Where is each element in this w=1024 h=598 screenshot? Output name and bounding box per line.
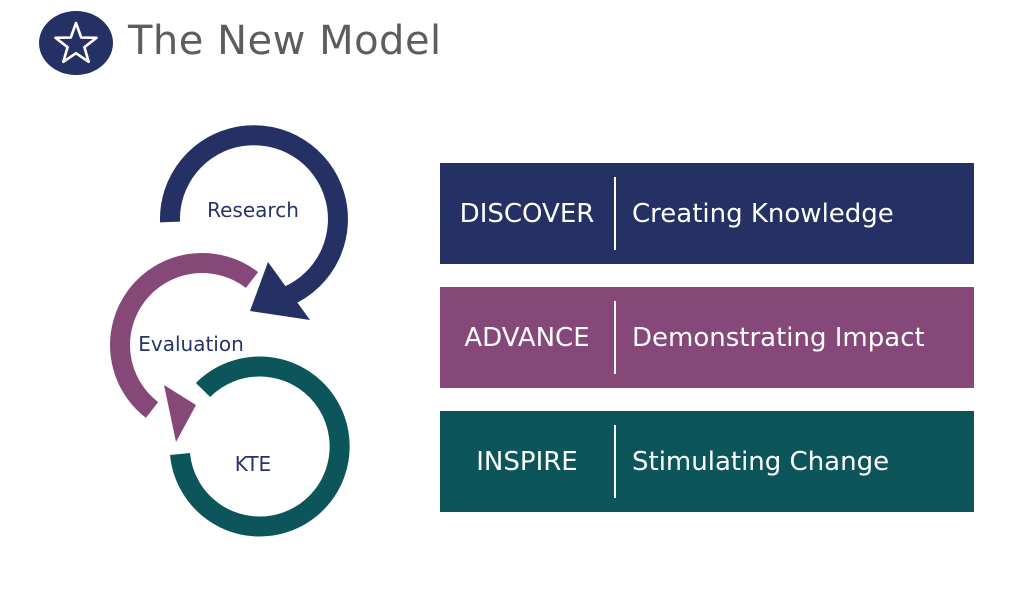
band-advance: ADVANCE Demonstrating Impact [440, 287, 974, 388]
band-key: ADVANCE [464, 322, 590, 353]
cycle-diagram: Research Evaluation KTE [110, 125, 350, 537]
kte-arc [170, 356, 350, 537]
star-icon [39, 11, 113, 75]
band-divider [614, 301, 616, 374]
band-divider [614, 425, 616, 498]
page-title: The New Model [128, 18, 442, 64]
band-key: INSPIRE [476, 446, 578, 477]
research-label: Research [207, 198, 299, 222]
band-inspire: INSPIRE Stimulating Change [440, 411, 974, 512]
band-key: DISCOVER [459, 198, 595, 229]
evaluation-label: Evaluation [138, 332, 244, 356]
band-divider [614, 177, 616, 250]
band-description: Creating Knowledge [632, 198, 894, 229]
evaluation-arc [110, 253, 259, 442]
kte-label: KTE [235, 452, 271, 476]
research-arc [159, 125, 348, 320]
band-description: Stimulating Change [632, 446, 890, 477]
band-description: Demonstrating Impact [632, 322, 925, 353]
band-discover: DISCOVER Creating Knowledge [440, 163, 974, 264]
